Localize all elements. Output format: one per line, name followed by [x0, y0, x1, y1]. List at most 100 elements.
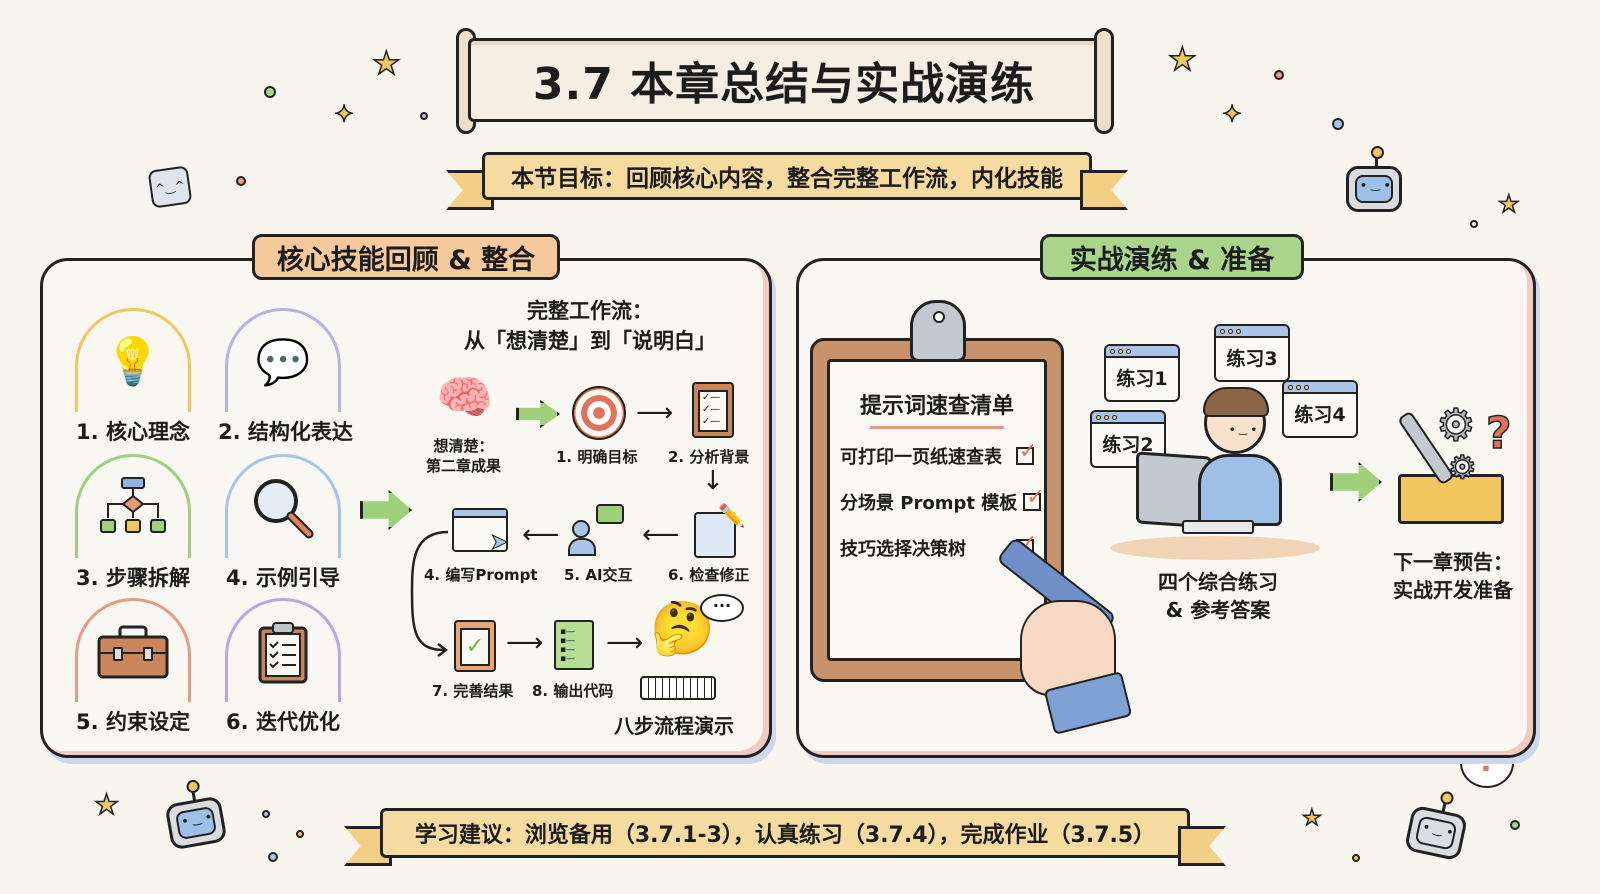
practice-label: 实战演练 & 准备 [1040, 234, 1304, 280]
exercise-window-2[interactable]: 练习2 [1090, 410, 1166, 468]
exercises-caption: 四个综合练习 & 参考答案 [1148, 568, 1288, 624]
step-label: 7. 完善结果 [432, 682, 514, 700]
arrow-right-icon: ⟶ [636, 398, 674, 428]
robot-mascot-icon [164, 788, 228, 851]
boy-hoodie-icon [1198, 454, 1282, 526]
next-chapter-caption: 下一章预告： 实战开发准备 [1378, 548, 1528, 604]
checklist-title: 提示词速查清单 [859, 394, 1014, 419]
robot-mascot-icon [1346, 146, 1402, 212]
dot-decoration [236, 176, 246, 186]
desk-icon [1110, 536, 1320, 560]
curved-arrow-icon [410, 530, 449, 657]
brain-icon: 🧠 [436, 370, 494, 424]
core-skills-label: 核心技能回顾 & 整合 [252, 234, 560, 280]
clipboard-checklist-icon [225, 598, 341, 702]
cube-mascot-icon: ^‿^ [147, 165, 193, 209]
checklist-item[interactable]: 分场景 Prompt 模板 [840, 485, 1045, 515]
keyboard-icon [640, 676, 716, 700]
star-icon: ★ [93, 787, 120, 822]
skill-label: 3. 步骤拆解 [76, 566, 190, 590]
gear-icon: ⚙ [1447, 447, 1477, 487]
clipboard-clip-icon [910, 300, 966, 362]
checklist-paper: 提示词速查清单 可打印一页纸速查表 分场景 Prompt 模板 技巧选择决策树 [827, 359, 1047, 661]
checklist-item-text: 技巧选择决策树 [840, 539, 966, 560]
next-chapter-line1: 下一章预告： [1393, 550, 1513, 574]
checklist-item[interactable]: 可打印一页纸速查表 [840, 439, 1037, 469]
goal-ribbon: 本节目标：回顾核心内容，整合完整工作流，内化技能 [482, 152, 1092, 200]
skill-item: 6. 迭代优化 [218, 598, 348, 736]
robot-mascot-icon [1403, 799, 1469, 862]
clipboard-icon: ✓—✓—✓— [692, 382, 734, 438]
thought-bubble-icon: ··· [700, 594, 744, 622]
skill-item: 4. 示例引导 [218, 454, 348, 592]
gear-icon: ⚙ [1435, 399, 1476, 452]
origin-label: 想清楚： 第二章成果 [426, 436, 501, 476]
exercise-label: 练习1 [1116, 368, 1168, 390]
core-skills-label-text: 核心技能回顾 & 整合 [276, 244, 536, 276]
checklist-clipboard: 提示词速查清单 可打印一页纸速查表 分场景 Prompt 模板 技巧选择决策树 [810, 338, 1064, 682]
next-chapter-line2: 实战开发准备 [1393, 578, 1513, 602]
step-label: 8. 输出代码 [532, 682, 614, 700]
star-icon: ★ [371, 43, 401, 83]
step-label: 6. 检查修正 [668, 566, 750, 584]
flowchart-icon [75, 454, 191, 558]
exercise-window-4[interactable]: 练习4 [1282, 380, 1358, 438]
step-label: 1. 明确目标 [556, 448, 638, 466]
checkbox-checked-icon[interactable] [1016, 439, 1037, 465]
checklist-item-text: 分场景 Prompt 模板 [840, 493, 1018, 514]
origin-label-line2: 第二章成果 [426, 457, 502, 475]
document-pencil-icon: ✏️ [694, 504, 745, 558]
advice-ribbon: 学习建议：浏览备用（3.7.1-3），认真练习（3.7.4），完成作业（3.7.… [380, 808, 1190, 858]
dot-decoration [262, 810, 270, 818]
skill-label: 1. 核心理念 [76, 420, 190, 444]
sparkle-icon: ✦ [1221, 99, 1243, 129]
skill-label: 5. 约束设定 [76, 710, 190, 734]
checklist-item-text: 可打印一页纸速查表 [840, 447, 1002, 468]
step-label: 2. 分析背景 [668, 448, 750, 466]
skill-label: 4. 示例引导 [226, 566, 340, 590]
arrow-left-icon: ⟵ [642, 520, 680, 550]
arrow-right-icon: ⟶ [506, 628, 544, 658]
title-underline [870, 426, 1004, 429]
exercise-label: 练习4 [1294, 404, 1346, 426]
page-title: 3.7 本章总结与实战演练 [532, 59, 1036, 110]
workflow-title-line1: 完整工作流： [527, 299, 653, 323]
arrow-down-icon: ↓ [702, 466, 724, 496]
exercise-label: 练习3 [1226, 348, 1278, 370]
ribbon-tail-right [1080, 170, 1128, 210]
dot-decoration [1510, 820, 1520, 830]
origin-label-line1: 想清楚： [433, 437, 494, 455]
person-chat-icon [568, 502, 628, 558]
exercise-window-1[interactable]: 练习1 [1104, 344, 1180, 402]
question-mark-icon: ? [1485, 407, 1512, 460]
exercise-label: 练习2 [1102, 434, 1154, 456]
dot-decoration [1332, 118, 1344, 130]
toolbox-icon [75, 598, 191, 702]
dot-decoration [296, 830, 304, 838]
boy-head-icon: • ‿ • [1203, 387, 1269, 454]
advice-text: 学习建议：浏览备用（3.7.1-3），认真练习（3.7.4），完成作业（3.7.… [414, 823, 1156, 848]
magnifier-icon [225, 454, 341, 558]
skill-label: 6. 迭代优化 [226, 710, 340, 734]
exercise-window-3[interactable]: 练习3 [1214, 324, 1290, 382]
dot-decoration [1470, 220, 1478, 228]
chat-bubbles-icon: 💬 [225, 308, 341, 412]
skill-item: 💬 2. 结构化表达 [218, 308, 353, 446]
step-label: 4. 编写Prompt [424, 566, 538, 584]
workflow-title: 完整工作流： 从「想清楚」到「说明白」 [440, 296, 740, 356]
skill-item: 💡 1. 核心理念 [68, 308, 198, 446]
sparkle-icon: ✦ [333, 99, 355, 129]
ribbon-tail-right [1178, 826, 1226, 866]
dot-decoration [264, 86, 276, 98]
dot-decoration [1352, 854, 1360, 862]
checkbox-checked-icon[interactable] [1023, 485, 1045, 511]
code-file-icon: ▪—▪—▪—▪— [554, 620, 594, 670]
browser-cursor-icon: ➤ [452, 508, 509, 556]
practice-label-text: 实战演练 & 准备 [1069, 244, 1275, 276]
step-label: 5. AI交互 [564, 566, 633, 584]
target-icon [572, 386, 626, 440]
clipboard-check-icon: ✓ [454, 620, 496, 672]
skill-item: 5. 约束设定 [68, 598, 198, 736]
goal-text: 本节目标：回顾核心内容，整合完整工作流，内化技能 [511, 166, 1063, 192]
arrow-left-icon: ⟵ [522, 520, 560, 550]
